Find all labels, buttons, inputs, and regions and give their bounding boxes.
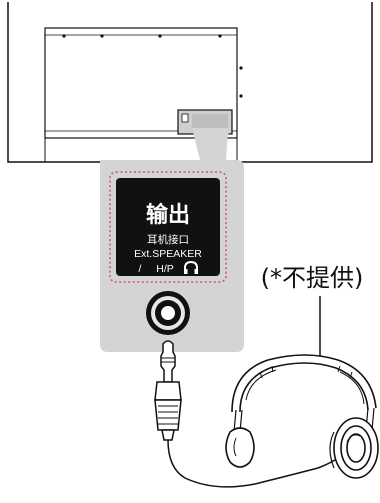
- port-label-headphone-jack: 耳机接口: [147, 233, 189, 246]
- audio-plug: [154, 340, 182, 441]
- port-label-plate: 输出 耳机接口 Ext.SPEAKER / H/P: [109, 171, 227, 283]
- audio-cable: [167, 439, 356, 488]
- headphone-icon: [184, 260, 198, 274]
- headphones-illustration: [225, 354, 379, 479]
- port-label-slash: /: [139, 263, 142, 275]
- port-label-hp: H/P: [156, 263, 174, 275]
- not-supplied-label: (*不提供): [261, 264, 364, 292]
- port-title: 输出: [146, 202, 190, 228]
- tv-back-view: [7, 2, 373, 163]
- headphone-jack-port: [146, 291, 190, 335]
- port-label-ext-speaker: Ext.SPEAKER: [134, 248, 202, 260]
